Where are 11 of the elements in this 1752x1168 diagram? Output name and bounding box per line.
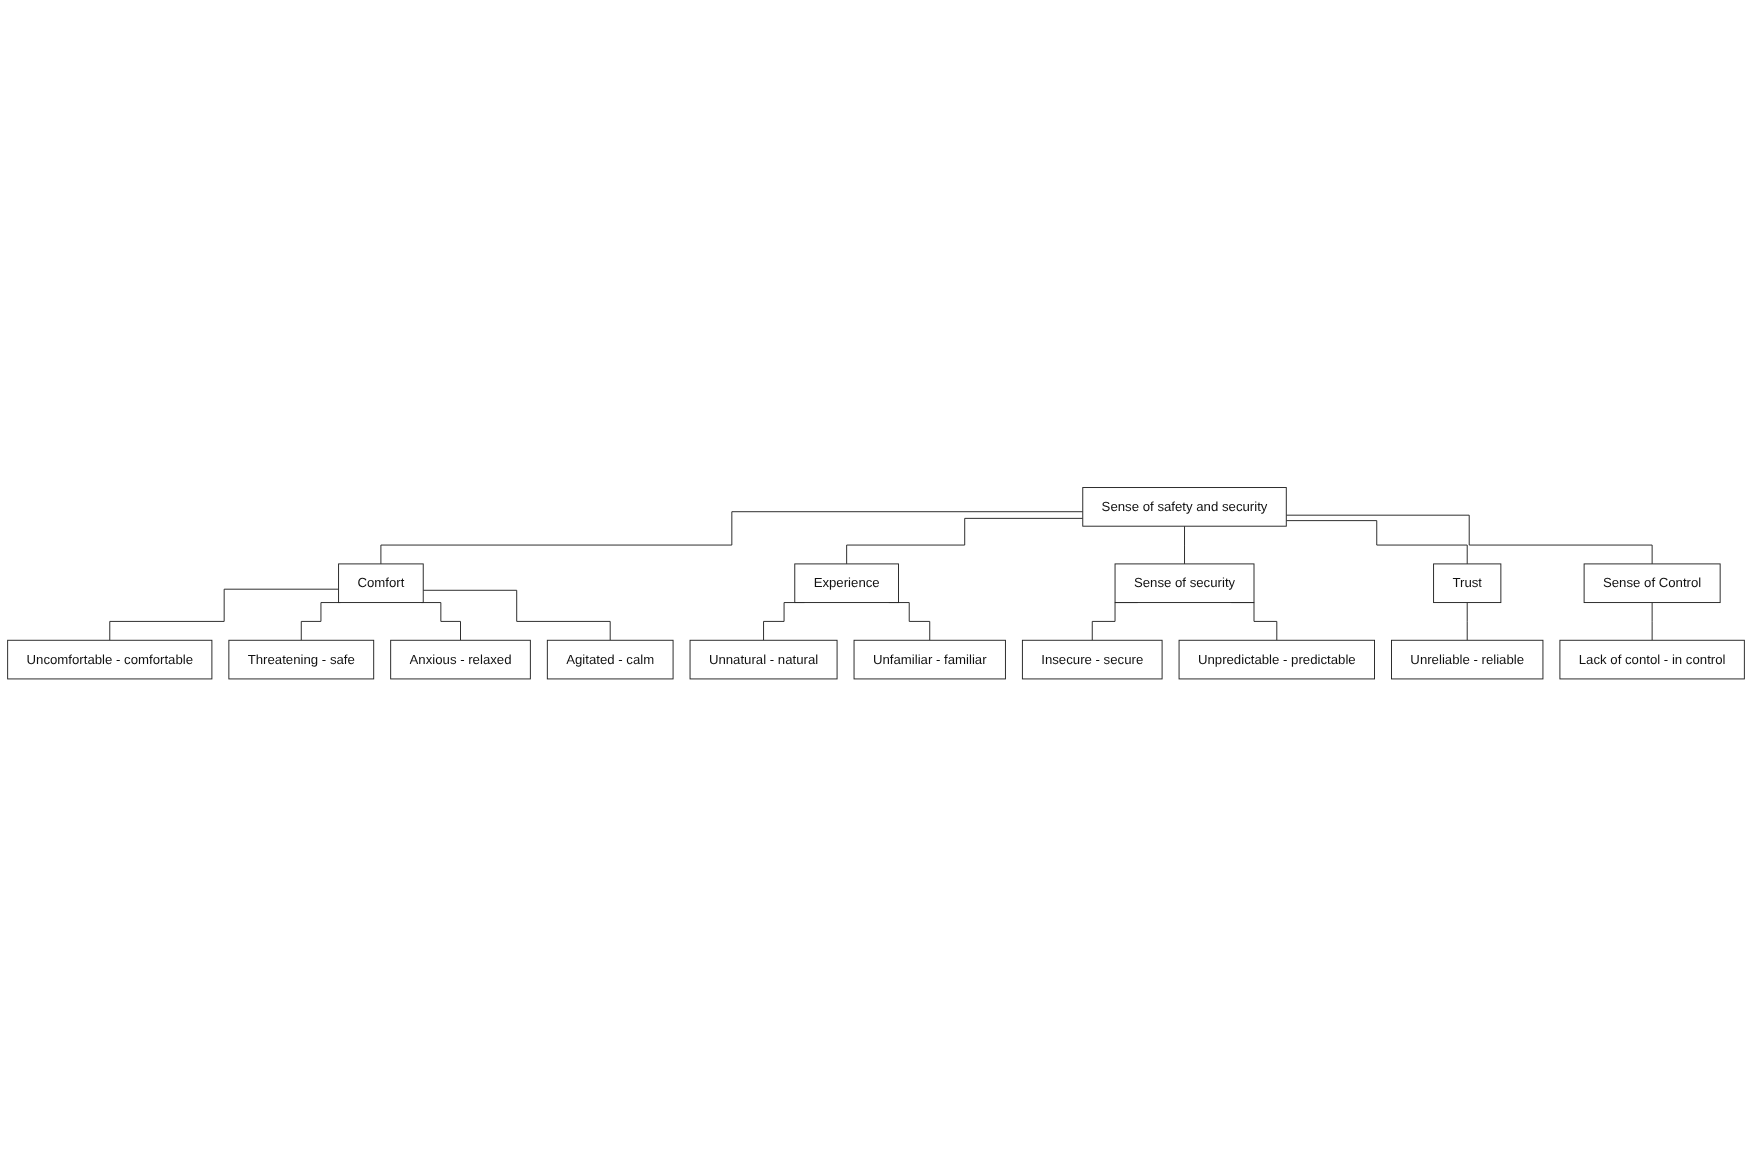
connector: [420, 602, 461, 642]
connector: [1285, 515, 1653, 566]
connector: [380, 512, 1084, 566]
connector: [422, 590, 611, 642]
connector: [846, 518, 1084, 566]
connector: [1184, 526, 1185, 566]
connector: [1466, 602, 1468, 642]
connector: [1285, 520, 1468, 566]
connector: [109, 589, 340, 642]
connector: [300, 602, 342, 642]
connector: [1651, 602, 1653, 642]
